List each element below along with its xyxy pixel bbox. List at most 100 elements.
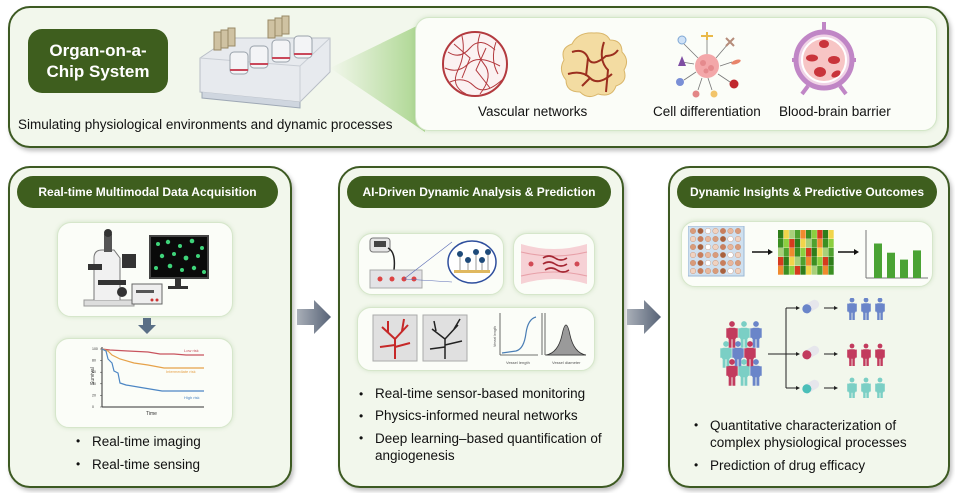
- organ-on-chip-title: Organ-on-a-Chip System: [28, 29, 168, 93]
- well: [697, 235, 704, 242]
- patient-population: [720, 321, 762, 386]
- well: [712, 235, 719, 242]
- angiogenesis-plots: Vessel length Vessel length Vessel diame…: [372, 313, 587, 365]
- well: [727, 235, 734, 242]
- heatmap-cell: [822, 248, 829, 257]
- flow-arrow-right-icon: [627, 300, 661, 334]
- person-icon: [750, 359, 762, 386]
- heatmap-cell: [778, 257, 784, 266]
- biosensor-illustration: [369, 237, 497, 289]
- y-tick-label: 60: [92, 370, 96, 374]
- heatmap-cell: [789, 248, 795, 257]
- heatmap-cell: [828, 239, 834, 248]
- label-blood-brain-barrier: Blood-brain barrier: [779, 104, 891, 119]
- bullet-item: Physics-informed neural networks: [355, 405, 617, 427]
- insights-heading: Dynamic Insights & Predictive Outcomes: [677, 176, 937, 208]
- person-icon: [744, 341, 756, 368]
- heatmap-cell: [828, 266, 834, 275]
- heatmap-cell: [778, 230, 784, 239]
- sigmoid-x-label: Vessel length: [506, 360, 530, 365]
- legend-high-risk: High risk: [184, 395, 200, 400]
- heatmap-cell: [806, 257, 812, 266]
- well: [697, 268, 704, 275]
- heatmap-cell: [817, 248, 823, 257]
- well: [727, 228, 734, 234]
- person-icon: [847, 343, 857, 366]
- heatmap-cell: [783, 257, 789, 266]
- person-icon: [847, 377, 857, 398]
- heatmap-cell: [778, 239, 784, 248]
- sigmoid-curve: [501, 316, 537, 354]
- efficacy-bar-chart: [874, 243, 921, 278]
- well: [705, 244, 712, 251]
- person-icon: [732, 341, 744, 368]
- well: [735, 228, 742, 234]
- person-icon: [861, 377, 871, 398]
- down-arrow-icon: [138, 318, 156, 334]
- heatmap-cell: [828, 248, 834, 257]
- heatmap-cell: [822, 230, 829, 239]
- person-icon: [875, 298, 885, 320]
- label-cell-differentiation: Cell differentiation: [653, 104, 761, 119]
- well: [735, 260, 742, 267]
- y-tick-label: 100: [92, 347, 98, 351]
- inlet-tubes-right: [267, 15, 290, 39]
- heatmap-cell: [822, 266, 829, 275]
- data-acquisition-bullets: Real-time imaging Real-time sensing: [72, 430, 201, 476]
- red-vessel-tree: [379, 318, 411, 359]
- well: [712, 260, 719, 267]
- well: [705, 235, 712, 242]
- series-high-risk-line: [101, 348, 204, 392]
- heatmap-cell: [794, 239, 801, 248]
- well: [705, 268, 712, 275]
- heatmap-cell: [828, 230, 834, 239]
- blood-vessel-illustration: [520, 244, 588, 284]
- drug-capsule-red-icon: [802, 345, 820, 360]
- bullet-item: Real-time sensing: [72, 453, 201, 476]
- well: [690, 235, 696, 242]
- person-icon: [861, 343, 871, 366]
- person-icon: [726, 359, 738, 386]
- organ-on-chip-subtitle: Simulating physiological environments an…: [18, 117, 393, 132]
- heatmap-cell: [811, 230, 817, 239]
- heatmap-cell: [811, 239, 817, 248]
- bullet-item: Real-time imaging: [72, 430, 201, 453]
- well: [712, 268, 719, 275]
- well: [697, 228, 704, 234]
- legend-low-risk: Low risk: [184, 348, 199, 353]
- series-low-risk-line: [101, 348, 204, 356]
- series-intermediate-risk-line: [101, 348, 204, 369]
- person-icon: [875, 343, 885, 366]
- heatmap-cell: [817, 266, 823, 275]
- heatmap-cell: [794, 257, 801, 266]
- bullet-item: Quantitative characterization of complex…: [690, 417, 940, 451]
- heatmap-cell: [806, 230, 812, 239]
- person-icon: [738, 359, 750, 386]
- well: [727, 268, 734, 275]
- inlet-tubes-left: [213, 27, 236, 51]
- heatmap-cell: [789, 230, 795, 239]
- microscope-monitor-icon: [83, 229, 209, 307]
- heatmap-cell: [822, 239, 829, 248]
- y-axis-label: Survival: [90, 367, 96, 385]
- heatmap-cell: [811, 257, 817, 266]
- person-icon: [861, 298, 871, 320]
- well: [720, 260, 727, 267]
- blood-brain-barrier-icon: [792, 22, 856, 96]
- drug-capsule-teal-icon: [802, 379, 820, 394]
- person-icon: [720, 341, 732, 368]
- heatmap-cell: [789, 239, 795, 248]
- efficacy-bar: [874, 243, 882, 278]
- well: [705, 260, 712, 267]
- bullet-item: Deep learning–based quantification of an…: [355, 430, 617, 464]
- data-acquisition-heading: Real-time Multimodal Data Acquisition: [17, 176, 278, 208]
- well: [712, 244, 719, 251]
- person-icon: [750, 321, 762, 348]
- flow-arrow-right-icon: [297, 300, 331, 334]
- efficacy-bar: [900, 259, 908, 278]
- heatmap-cell: [783, 266, 789, 275]
- well: [712, 252, 719, 259]
- well: [690, 268, 696, 275]
- legend-intermediate-risk: Intermediate risk: [166, 369, 196, 374]
